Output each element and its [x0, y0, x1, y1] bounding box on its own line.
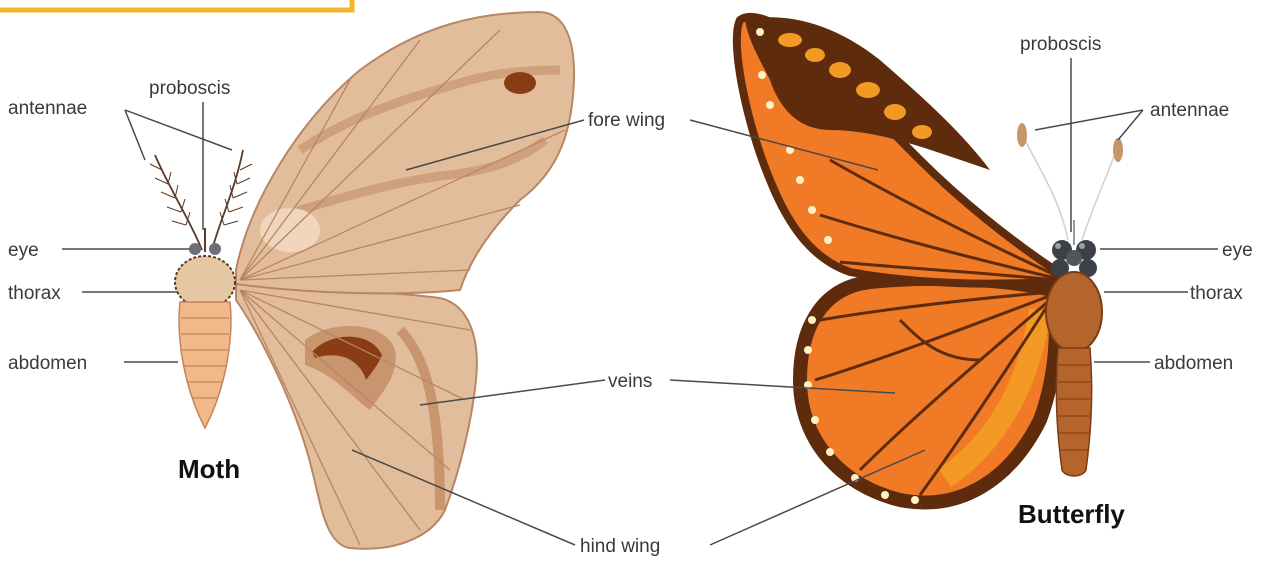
butterfly-label-proboscis: proboscis — [1020, 34, 1101, 55]
butterfly-title: Butterfly — [1018, 499, 1125, 529]
butterfly-antennae-shape — [1017, 123, 1123, 240]
moth-label-abdomen: abdomen — [8, 353, 87, 374]
moth-label-thorax: thorax — [8, 283, 61, 304]
butterfly-label-antennae: antennae — [1150, 100, 1229, 121]
moth-title: Moth — [178, 454, 240, 484]
butterfly-label-thorax: thorax — [1190, 283, 1243, 304]
moth-label-antennae: antennae — [8, 98, 87, 119]
label-veins: veins — [608, 371, 652, 392]
butterfly-label-eye: eye — [1222, 240, 1253, 261]
corner-accent — [0, 0, 352, 10]
moth-thorax-shape — [175, 256, 235, 308]
moth-fore-wing-pale-patch — [260, 208, 320, 252]
butterfly-illustration — [737, 17, 1123, 504]
moth-eye-shape-right — [209, 243, 221, 255]
moth-label-eye: eye — [8, 240, 39, 261]
moth-label-proboscis: proboscis — [149, 78, 230, 99]
butterfly-label-abdomen: abdomen — [1154, 353, 1233, 374]
moth-abdomen-shape — [179, 302, 231, 428]
butterfly-abdomen-shape — [1056, 348, 1091, 476]
moth-antennae-shape — [150, 150, 252, 250]
label-fore-wing: fore wing — [588, 110, 665, 131]
label-hind-wing: hind wing — [580, 536, 660, 557]
butterfly-thorax-shape — [1046, 272, 1102, 352]
moth-eye-shape — [189, 243, 201, 255]
moth-fore-wing-eyespot — [504, 72, 536, 94]
